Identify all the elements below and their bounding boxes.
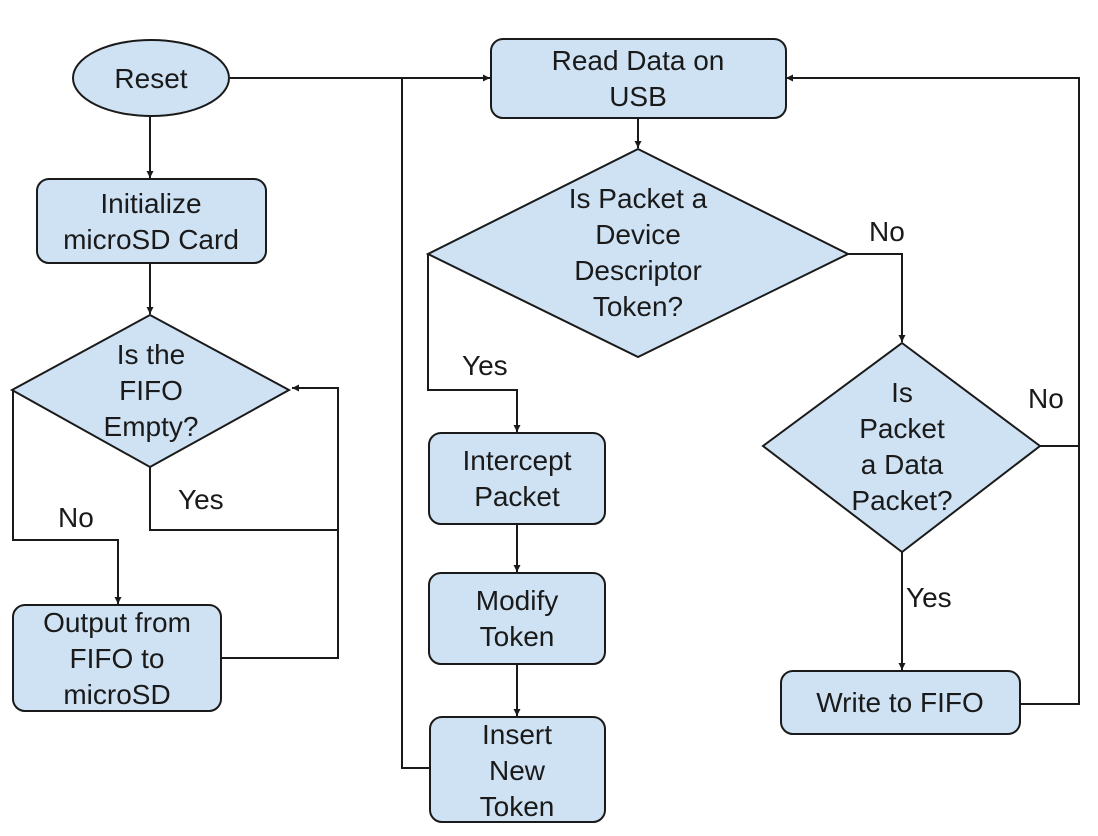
fifo-yes-label: Yes [178, 484, 224, 515]
reset-label: Reset [114, 63, 187, 94]
output-fifo-node [12, 604, 222, 712]
is-data-line: Packet? [851, 485, 952, 516]
data-no-label: No [1028, 383, 1064, 414]
edge-fifo-no-to-output [12, 390, 122, 604]
init-sd-line: microSD Card [63, 224, 239, 255]
edge-output-to-fifo-loop [221, 530, 339, 659]
output-fifo-line: microSD [63, 679, 170, 710]
edge-labels: Yes No Yes No Yes No [58, 216, 1064, 613]
descriptor-no-label: No [869, 216, 905, 247]
initialize-sd-node [36, 178, 267, 264]
modify-line: Modify [476, 585, 558, 616]
data-yes-label: Yes [906, 582, 952, 613]
descriptor-yes-label: Yes [462, 350, 508, 381]
fifo-empty-decision [9, 313, 292, 469]
is-descriptor-line: Device [595, 219, 681, 250]
initialize-sd-label: Initialize microSD Card [63, 188, 239, 255]
is-data-line: Packet [859, 413, 945, 444]
read-usb-label: Read Data on USB [552, 45, 725, 112]
is-data-line: a Data [861, 449, 944, 480]
insert-line: Insert [482, 719, 552, 750]
modify-token-node [428, 572, 606, 665]
init-sd-line: Initialize [100, 188, 201, 219]
read-usb-line: USB [609, 81, 667, 112]
intercept-line: Packet [474, 481, 560, 512]
fifo-empty-line: Empty? [104, 411, 199, 442]
write-fifo-line: Write to FIFO [816, 687, 984, 718]
output-fifo-line: Output from [43, 607, 191, 638]
is-descriptor-line: Descriptor [574, 255, 702, 286]
edge-descriptor-no-to-data-check [848, 253, 906, 342]
read-usb-node [490, 38, 787, 119]
write-fifo-label: Write to FIFO [816, 687, 984, 718]
reset-line: Reset [114, 63, 187, 94]
edge-descriptor-yes-to-intercept [427, 254, 521, 432]
fifo-empty-line: FIFO [119, 375, 183, 406]
intercept-packet-node [428, 432, 606, 525]
insert-token-node [429, 716, 606, 823]
output-fifo-line: FIFO to [70, 643, 165, 674]
read-usb-line: Read Data on [552, 45, 725, 76]
write-fifo-node [780, 670, 1021, 735]
intercept-line: Intercept [463, 445, 572, 476]
edge-write-fifo-to-read-usb [786, 74, 1080, 705]
insert-line: Token [480, 791, 555, 822]
is-descriptor-line: Token? [593, 291, 683, 322]
descriptor-token-decision [425, 147, 851, 359]
reset-node [72, 39, 230, 117]
fifo-empty-line: Is the [117, 339, 185, 370]
insert-line: New [489, 755, 546, 786]
edge-insert-to-read-usb [401, 78, 430, 769]
modify-line: Token [480, 621, 555, 652]
is-descriptor-line: Is Packet a [569, 183, 708, 214]
fifo-no-label: No [58, 502, 94, 533]
is-data-line: Is [891, 377, 913, 408]
edges [12, 74, 1080, 769]
data-packet-decision [761, 341, 1042, 554]
